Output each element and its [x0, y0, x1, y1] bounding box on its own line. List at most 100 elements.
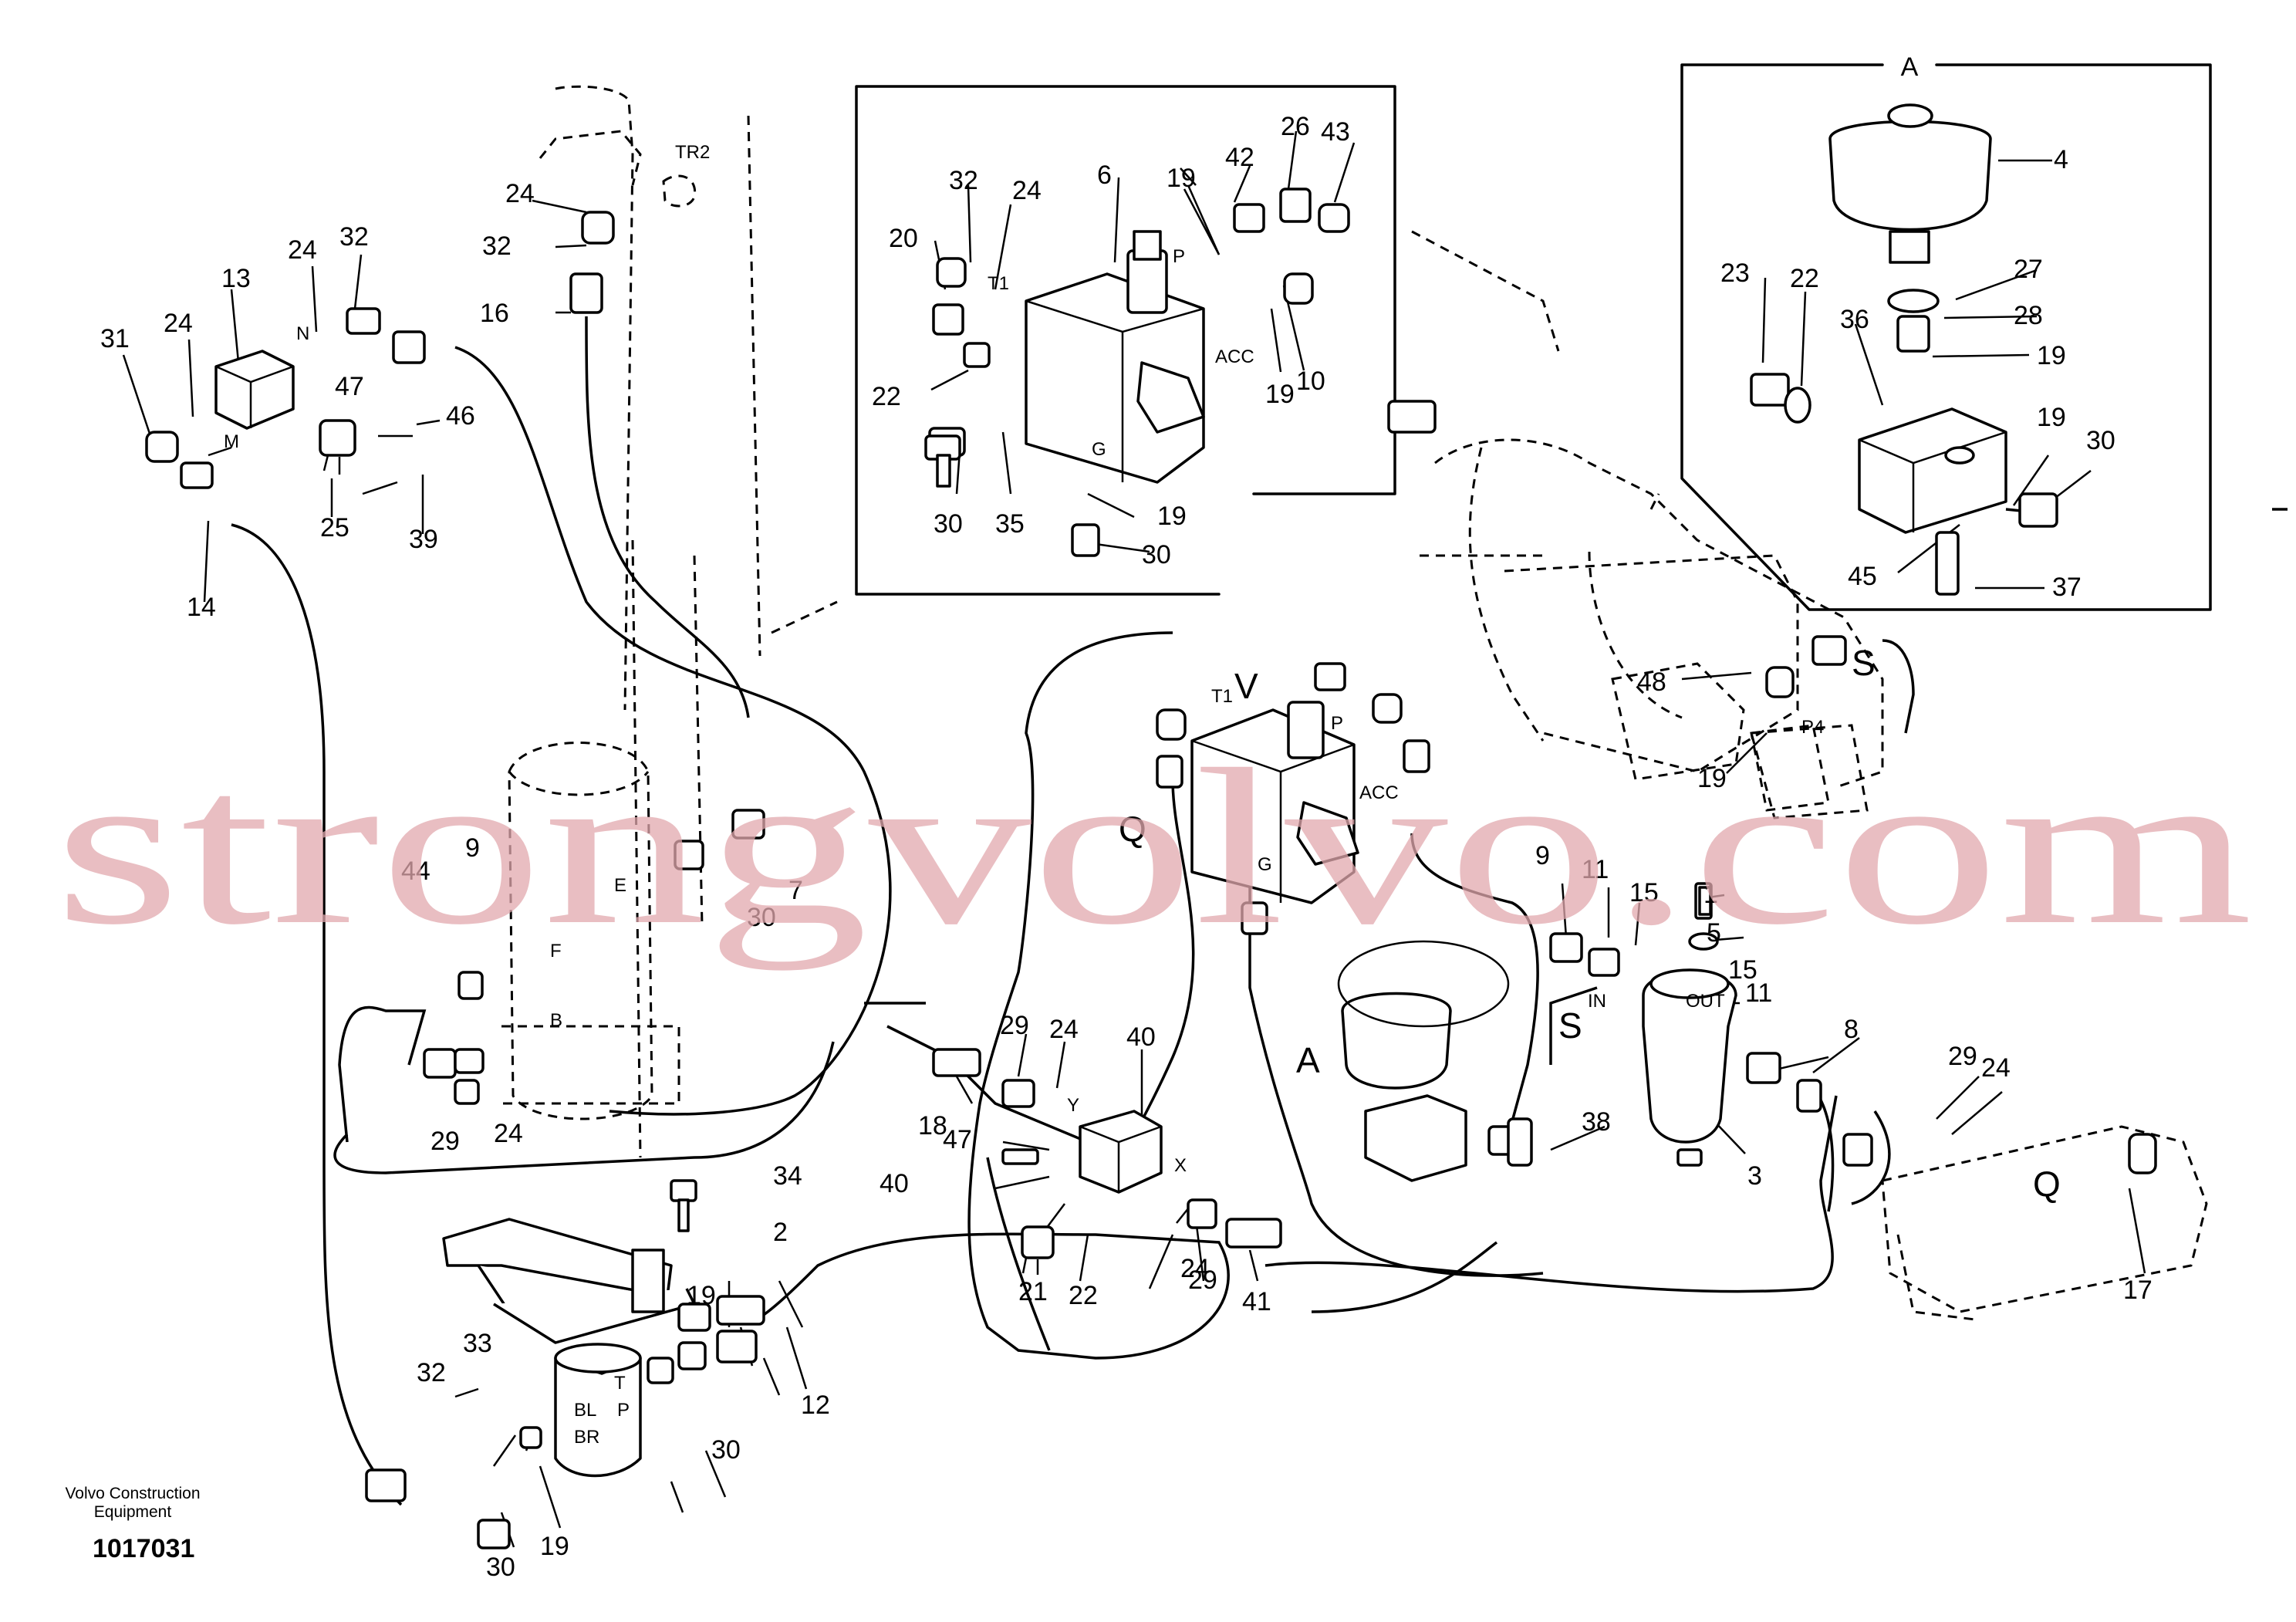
callout: 16 [480, 299, 509, 328]
port-label: P [1173, 246, 1185, 267]
background-outlines [501, 85, 2208, 1321]
hose-lines [231, 316, 1915, 1506]
pedal-valve-2 [442, 1218, 696, 1478]
callout: 15 [1728, 955, 1757, 985]
callout: 30 [486, 1553, 515, 1582]
block-13 [214, 350, 295, 430]
port-label: T1 [1211, 686, 1233, 707]
callout: 9 [1535, 841, 1550, 870]
port-label: X [1174, 1155, 1187, 1176]
callout: 47 [335, 372, 364, 401]
valve-41 [1079, 1110, 1163, 1194]
callout: 29 [1188, 1265, 1217, 1295]
port-label: B [550, 1010, 562, 1031]
callout: 24 [288, 235, 317, 265]
callout: 32 [949, 166, 978, 195]
callout: 20 [889, 224, 918, 253]
callout: 28 [2014, 301, 2043, 330]
port-label: BR [574, 1427, 599, 1448]
drawing-credit: Volvo Construction Equipment 1017031 [65, 1485, 200, 1563]
callout: 23 [1720, 259, 1750, 288]
callout: 17 [2123, 1276, 2152, 1305]
accumulator-4-detail [1750, 103, 2288, 596]
callout: 32 [339, 222, 369, 252]
callout: 36 [1840, 305, 1869, 334]
port-labels: T1 P ACC G T1 P ACC G N M TR2 E F B Y X … [224, 142, 2061, 1448]
port-label: G [1258, 854, 1272, 875]
adjuster-knob [1136, 361, 1205, 434]
port-label: OUT [1686, 991, 1725, 1012]
callout: 22 [872, 382, 901, 411]
callout: 40 [1126, 1022, 1156, 1052]
callout: 8 [1844, 1015, 1859, 1044]
callout: 29 [1948, 1042, 1977, 1071]
callout: 24 [1981, 1053, 2011, 1083]
port-label: P [1331, 713, 1343, 734]
pressure-switch-25 [319, 419, 356, 475]
callout: 19 [687, 1281, 716, 1310]
valve-block-6-main [1190, 701, 1359, 904]
callout: 44 [401, 857, 430, 886]
port-label: G [1092, 439, 1106, 460]
callout: 42 [1225, 143, 1254, 172]
port-label: S [1852, 643, 1876, 683]
port-label: Q [1119, 809, 1146, 849]
port-label: S [1558, 1005, 1582, 1046]
port-label: F [550, 941, 562, 961]
callout: 24 [1180, 1254, 1210, 1283]
bolts [670, 434, 1712, 1232]
callout: 31 [100, 324, 130, 353]
callout: 35 [995, 509, 1025, 539]
valve-block-6-detail [1025, 230, 1205, 484]
callout: 26 [1281, 112, 1310, 141]
callout: 30 [2086, 426, 2115, 455]
callout: 47 [943, 1125, 972, 1154]
callout: 27 [2014, 255, 2043, 284]
callout: 24 [505, 179, 535, 208]
callout: 11 [1582, 855, 1609, 884]
port-label: P [617, 1400, 630, 1421]
port-label: E [614, 875, 626, 896]
callout: 30 [1142, 540, 1171, 569]
callout: 46 [446, 401, 475, 431]
callout: 4 [2054, 145, 2068, 174]
callout: 45 [1848, 562, 1877, 591]
callout: 6 [1097, 161, 1112, 190]
port-label: Q [2033, 1164, 2061, 1204]
callout: 13 [221, 264, 251, 293]
callout: 43 [1321, 117, 1350, 147]
callout: 19 [2037, 403, 2066, 432]
port-label: IN [1588, 991, 1606, 1012]
callout: 33 [463, 1329, 492, 1358]
leader-lines [122, 130, 2146, 1548]
callout: 37 [2052, 573, 2082, 602]
callout: 21 [1018, 1277, 1048, 1306]
port-label: V [1234, 666, 1258, 706]
callout: 24 [1049, 1015, 1079, 1044]
callout: 5 [1707, 918, 1721, 948]
callout: 48 [1637, 667, 1666, 697]
credit-line-1: Volvo Construction [65, 1485, 200, 1502]
callout: 14 [187, 593, 216, 622]
callout: 29 [1000, 1011, 1029, 1040]
callout: 41 [1242, 1287, 1271, 1316]
callout: 18 [918, 1111, 947, 1140]
callout: 24 [494, 1119, 523, 1148]
callout: 19 [1157, 502, 1187, 531]
pressure-switch-21 [1021, 1225, 1055, 1275]
callout: 25 [320, 513, 349, 542]
port-label: P4 [1801, 717, 1824, 738]
port-label: N [296, 323, 309, 344]
callout: 19 [1697, 764, 1727, 793]
callout: 24 [164, 309, 193, 338]
port-label: TR2 [675, 142, 710, 163]
callout: 30 [747, 903, 776, 932]
callout: 15 [1629, 878, 1659, 907]
callout: 12 [801, 1391, 830, 1420]
port-label: M [224, 431, 239, 452]
drawing-number: 1017031 [93, 1534, 194, 1563]
callout: 22 [1790, 264, 1819, 293]
callout: 7 [788, 876, 803, 905]
detail-box-valve [855, 85, 1396, 596]
